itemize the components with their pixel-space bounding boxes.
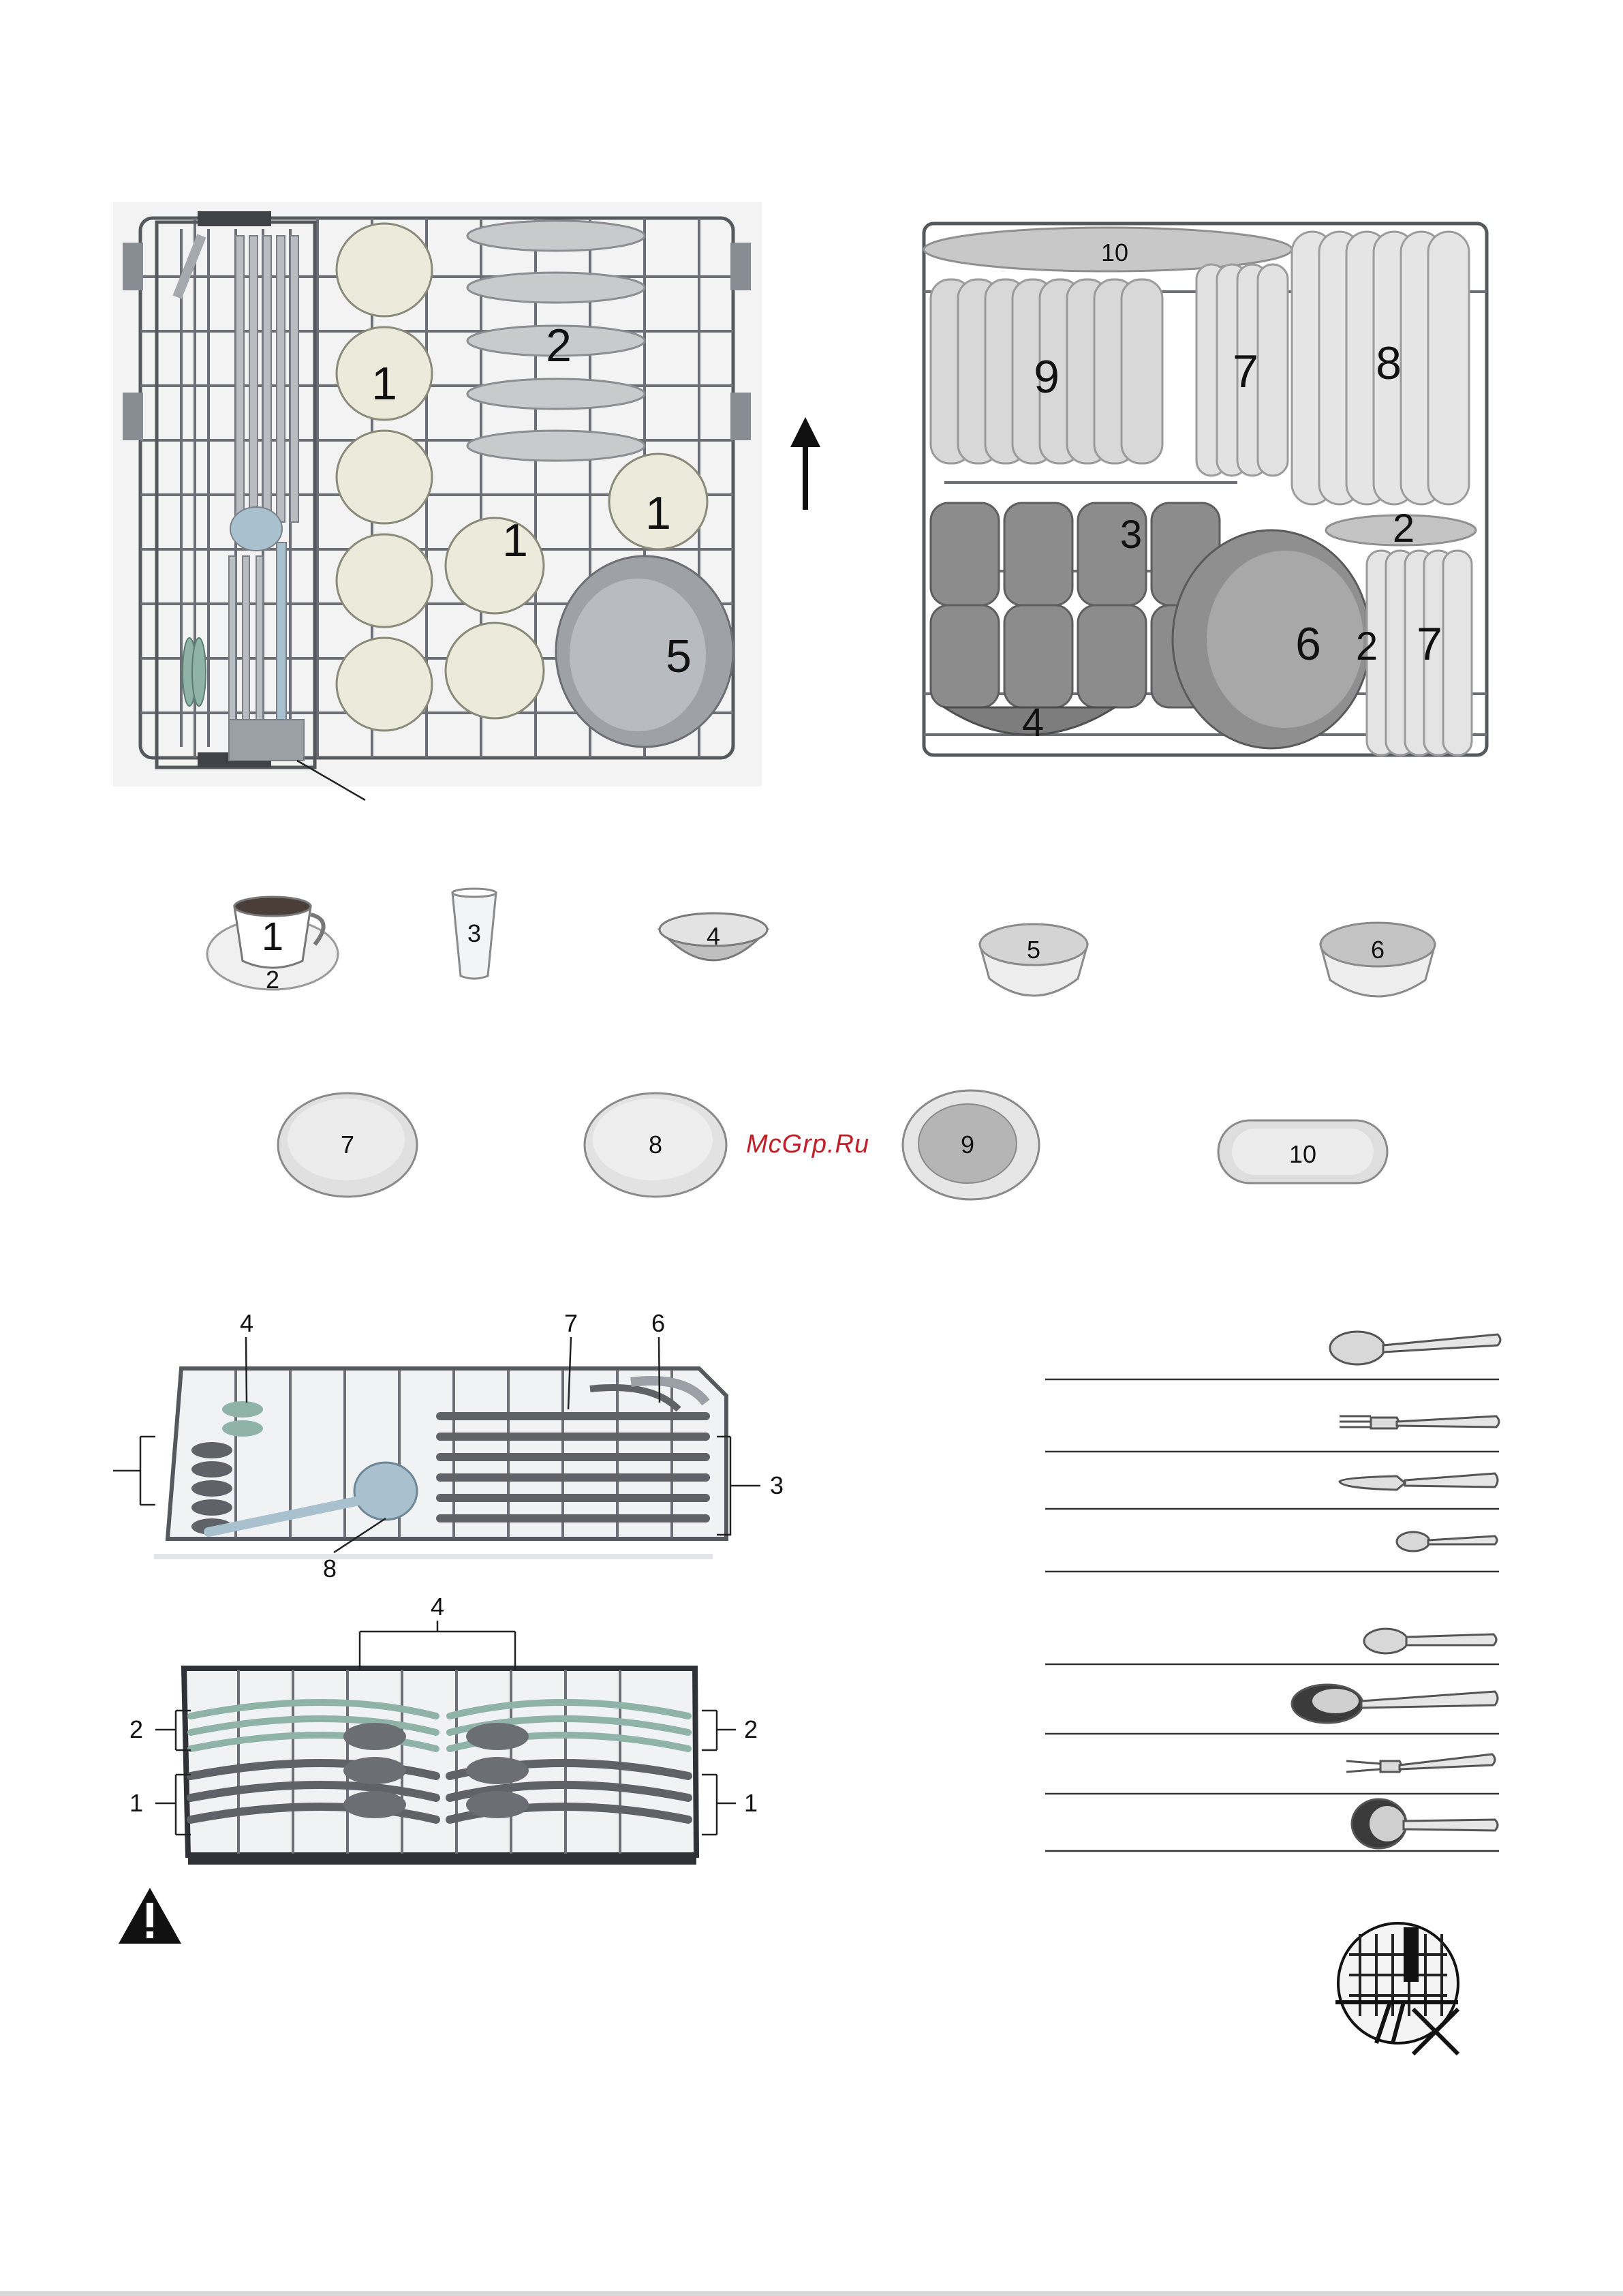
legend-plate-dinner: 8: [581, 1090, 730, 1199]
legend-label-saucer: 2: [266, 966, 279, 994]
basket-bottom-label-2-left: 2: [129, 1715, 143, 1743]
legend-label-plate-soup: 9: [961, 1131, 974, 1159]
lower-label-glasses: 3: [1120, 512, 1142, 557]
legend-label-plate-dinner: 8: [649, 1131, 662, 1159]
legend-label-plate-dessert: 7: [341, 1131, 354, 1159]
basket-bottom-label-1-left: 1: [129, 1789, 143, 1817]
teaspoon-icon: [1397, 1532, 1497, 1551]
watermark-text: McGrp.Ru: [746, 1130, 896, 1164]
legend-bowl-small: 4: [655, 909, 771, 977]
ladle-icon: [1352, 1799, 1498, 1848]
legend-glass: 3: [447, 887, 508, 983]
basket-top-label-7: 7: [564, 1309, 578, 1337]
bowl-upper: [556, 556, 733, 747]
lower-label-small-bowl: 4: [1022, 701, 1044, 745]
basket-bottom-label-2-right: 2: [744, 1715, 758, 1743]
legend-plate-dessert: 7: [273, 1090, 422, 1199]
soup-spoon-icon: [1292, 1685, 1498, 1723]
upper-label-cup-1: 1: [371, 358, 397, 410]
lower-label-saucer-2: 2: [1356, 624, 1378, 669]
lower-label-dinner-plates: 8: [1376, 337, 1402, 389]
legend-label-bowl-small: 4: [707, 922, 720, 950]
dessert-spoon-icon: [1364, 1629, 1496, 1653]
fork-icon: [1340, 1416, 1499, 1428]
serving-fork-icon: [1346, 1754, 1495, 1772]
basket-top-label-6: 6: [651, 1309, 665, 1337]
front-arrow-icon: [785, 417, 826, 512]
upper-label-bowl: 5: [666, 630, 692, 682]
warning-icon: [116, 1885, 184, 1946]
legend-oval-platter: 10: [1214, 1115, 1391, 1190]
legend-bowl-large: 6: [1316, 917, 1439, 1006]
lower-rack-illustration: 10 9 7 8 2 3 6 2 7 4: [917, 217, 1489, 762]
prohibited-loading-icon: [1335, 1920, 1465, 2057]
legend-cup-saucer: 1 2: [204, 879, 354, 1002]
lower-label-dessert-plates: 7: [1233, 346, 1258, 397]
cutlery-basket-bottom-illustration: 4 2 2 1 1: [123, 1593, 790, 1852]
basket-top-label-8: 8: [323, 1555, 337, 1582]
legend-label-cup: 1: [262, 915, 283, 959]
large-bowl-lower: [1173, 530, 1370, 748]
upper-label-cup-3: 1: [502, 515, 528, 566]
basket-top-label-4: 4: [240, 1309, 253, 1337]
upper-rack-illustration: 1 1 1 1 2 5: [113, 202, 767, 788]
cutlery-types-list: [1042, 1322, 1519, 1854]
basket-bottom-label-1-right: 1: [744, 1789, 758, 1817]
lower-label-dessert-plates-2: 7: [1417, 618, 1442, 670]
legend-label-bowl-large: 6: [1371, 936, 1385, 964]
cutlery-basket-top-illustration: 4 7 6 3 8: [113, 1314, 794, 1587]
cutlery-basket: [157, 211, 315, 767]
legend-label-glass: 3: [467, 919, 481, 947]
glasses-group: [931, 503, 1220, 707]
legend-plate-soup: 9: [899, 1088, 1042, 1204]
bottom-strip: [0, 2291, 1623, 2296]
upper-label-cup-2: 1: [645, 487, 671, 539]
lower-label-soup-plates: 9: [1034, 351, 1060, 403]
legend-bowl-medium: 5: [976, 917, 1092, 1006]
tablespoon-icon: [1330, 1332, 1500, 1364]
lower-label-large-bowl: 6: [1295, 618, 1321, 670]
upper-label-saucer: 2: [546, 320, 572, 371]
lower-label-platter: 10: [1101, 239, 1128, 266]
knife-icon: [1340, 1473, 1498, 1490]
legend-label-bowl-medium: 5: [1027, 936, 1040, 964]
basket-bottom-label-4: 4: [431, 1593, 444, 1621]
basket-top-label-3: 3: [770, 1471, 784, 1499]
legend-label-oval-platter: 10: [1289, 1140, 1316, 1168]
lower-label-saucer: 2: [1393, 506, 1415, 551]
